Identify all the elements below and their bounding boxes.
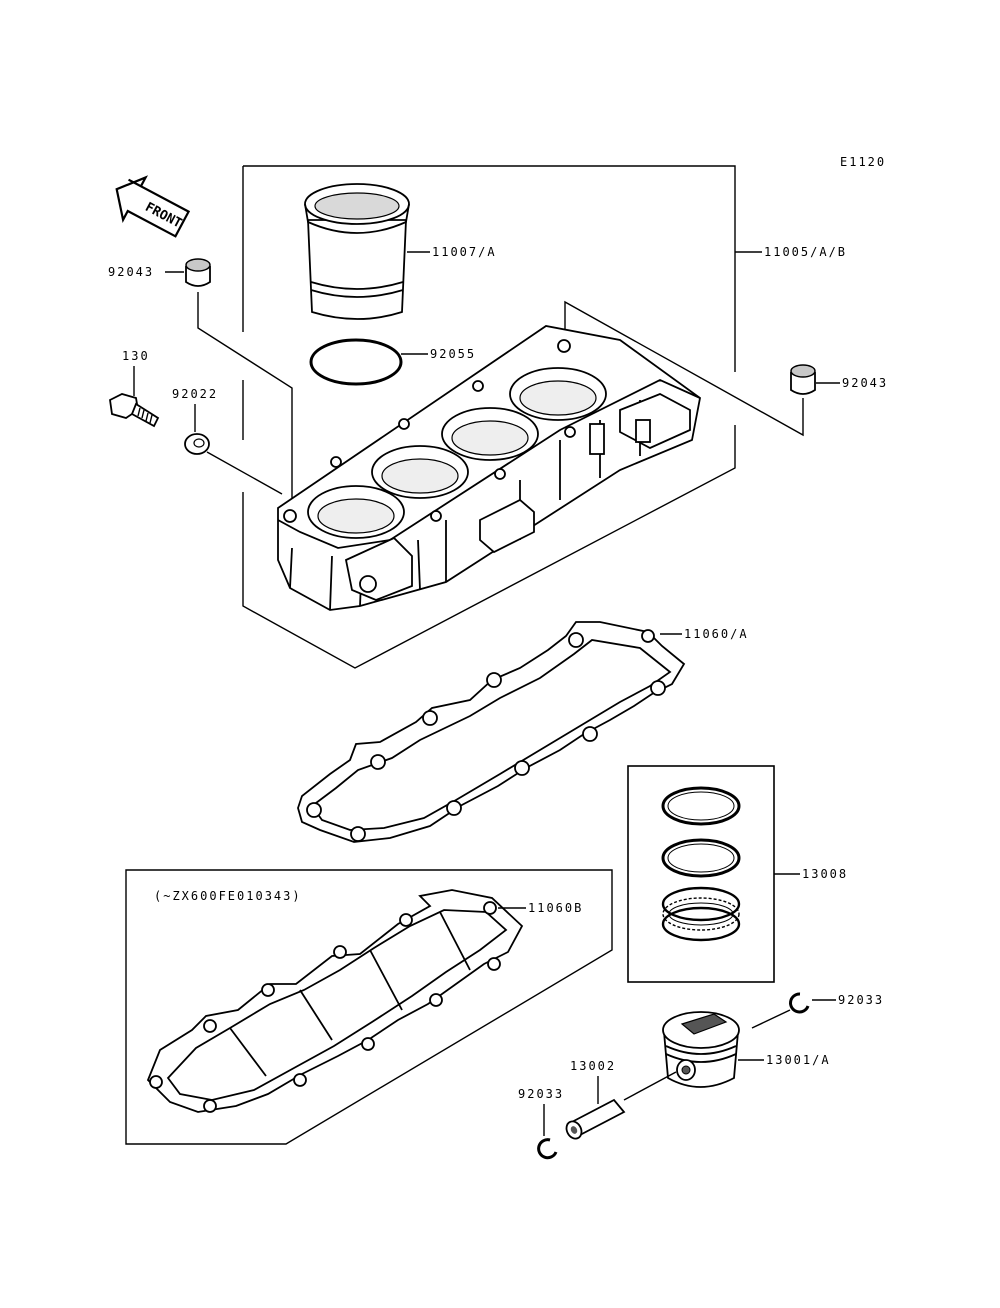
diagram-code: E1120 — [840, 155, 886, 169]
label-11060: 11060/A — [684, 627, 749, 641]
leader-pin-to-piston — [623, 1071, 677, 1101]
label-13002: 13002 — [570, 1059, 616, 1073]
bolt — [109, 393, 160, 428]
label-92033-right: 92033 — [838, 993, 884, 1007]
leader-92033-right-to-piston — [751, 1009, 791, 1029]
label-92043-right: 92043 — [842, 376, 888, 390]
label-92022: 92022 — [172, 387, 218, 401]
label-92033-left: 92033 — [518, 1087, 564, 1101]
gasket-b-frame — [125, 869, 613, 1145]
front-arrow-icon: FRONT — [115, 175, 191, 238]
circlip-left — [537, 1138, 558, 1160]
base-gasket — [297, 621, 686, 843]
base-gasket-b — [146, 889, 524, 1113]
label-13008: 13008 — [802, 867, 848, 881]
leader-92043-left-to-block — [197, 292, 293, 498]
cylinder-block — [277, 325, 701, 611]
cylinder-liner — [304, 183, 410, 320]
piston-rings — [661, 786, 741, 942]
label-130: 130 — [122, 349, 150, 363]
label-11060b: 11060B — [528, 901, 583, 915]
leader-92043-right-to-block — [564, 300, 804, 437]
label-92043-left: 92043 — [108, 265, 154, 279]
serial-note: (~ZX600FE010343) — [154, 889, 302, 903]
cylinder-assembly-frame — [242, 165, 736, 669]
dowel-pin-right — [790, 364, 816, 395]
label-92055: 92055 — [430, 347, 476, 361]
piston-pin — [565, 1098, 626, 1140]
leader-92022-to-block — [206, 451, 283, 495]
o-ring — [309, 338, 403, 386]
front-label: FRONT — [142, 200, 184, 232]
label-11005: 11005/A/B — [764, 245, 847, 259]
label-11007: 11007/A — [432, 245, 497, 259]
circlip-right — [789, 992, 810, 1014]
washer — [184, 433, 210, 455]
dowel-pin-left — [185, 258, 211, 287]
piston — [662, 1011, 740, 1088]
piston-ring-set-frame — [627, 765, 775, 983]
label-13001: 13001/A — [766, 1053, 831, 1067]
